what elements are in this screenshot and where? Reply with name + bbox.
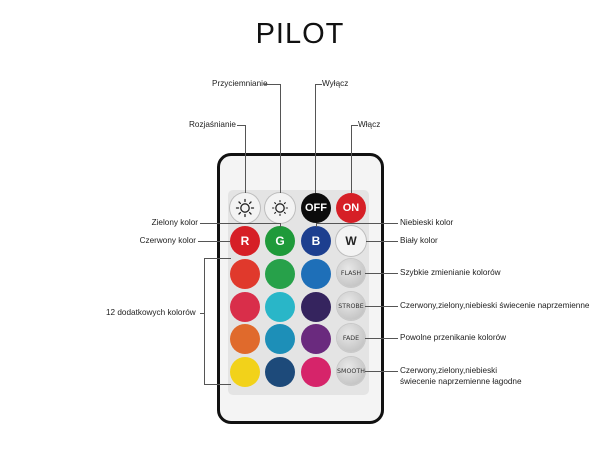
leader-line: [264, 84, 280, 85]
strobe-button[interactable]: STROBE: [337, 292, 365, 320]
label-bialy: Biały kolor: [400, 236, 438, 245]
flash-button-label: FLASH: [340, 269, 362, 277]
color-button-6[interactable]: [301, 292, 331, 322]
page-title: PILOT: [255, 18, 345, 50]
color-grid-bracket: [204, 258, 231, 385]
label-rozjasnianie: Rozjaśnianie: [189, 120, 236, 129]
leader-line: [365, 338, 398, 339]
leader-line: [366, 241, 398, 242]
label-fade: Powolne przenikanie kolorów: [400, 333, 507, 342]
label-smooth-line2: świecenie naprzemienne łagodne: [400, 377, 522, 386]
leader-line: [316, 223, 317, 227]
label-flash: Szybkie zmienianie kolorów: [400, 268, 501, 277]
color-button-8[interactable]: [265, 324, 295, 354]
on-button-label: ON: [342, 202, 360, 214]
on-button[interactable]: ON: [336, 193, 366, 223]
leader-line: [316, 223, 398, 224]
green-button[interactable]: G: [265, 226, 295, 256]
label-zielony: Zielony kolor: [151, 218, 198, 227]
smooth-button-label: SMOOTH: [337, 367, 365, 375]
off-button-label: OFF: [305, 202, 327, 214]
leader-line: [365, 306, 398, 307]
leader-line: [315, 84, 316, 193]
color-button-11[interactable]: [265, 357, 295, 387]
color-button-7[interactable]: [230, 324, 260, 354]
label-niebieski: Niebieski kolor: [400, 218, 454, 227]
leader-line: [237, 125, 245, 126]
red-button[interactable]: R: [230, 226, 260, 256]
white-button[interactable]: W: [336, 226, 366, 256]
label-smooth-line1: Czerwony,zielony,niebieski: [400, 366, 498, 375]
color-button-2[interactable]: [265, 259, 295, 289]
brightness-down-button[interactable]: [265, 193, 295, 223]
leader-line: [365, 273, 398, 274]
fade-button[interactable]: FADE: [337, 324, 365, 352]
label-przyciemnianie: Przyciemnianie: [212, 79, 268, 88]
flash-button[interactable]: FLASH: [337, 259, 365, 287]
brightness-up-button[interactable]: [230, 193, 260, 223]
leader-line: [280, 223, 281, 227]
leader-line: [245, 125, 246, 193]
color-button-10[interactable]: [230, 357, 260, 387]
color-button-5[interactable]: [265, 292, 295, 322]
off-button[interactable]: OFF: [301, 193, 331, 223]
leader-line: [365, 371, 398, 372]
green-button-label: G: [275, 234, 285, 248]
color-button-1[interactable]: [230, 259, 260, 289]
fade-button-label: FADE: [342, 334, 360, 342]
leader-line: [200, 223, 280, 224]
label-strobe: Czerwony,zielony,niebieski świecenie nap…: [400, 301, 590, 310]
leader-line: [315, 84, 322, 85]
sun-bright-icon: [235, 198, 255, 218]
blue-button[interactable]: B: [301, 226, 331, 256]
label-wlacz: Włącz: [358, 120, 381, 129]
color-button-4[interactable]: [230, 292, 260, 322]
leader-line: [200, 313, 204, 314]
sun-dim-icon: [271, 199, 289, 217]
leader-line: [198, 241, 230, 242]
white-button-label: W: [345, 234, 357, 248]
color-button-9[interactable]: [301, 324, 331, 354]
leader-line: [351, 125, 352, 193]
label-czerwony: Czerwony kolor: [139, 236, 196, 245]
label-wylacz: Wyłącz: [322, 79, 349, 88]
color-button-12[interactable]: [301, 357, 331, 387]
blue-button-label: B: [311, 234, 321, 248]
leader-line: [280, 84, 281, 193]
strobe-button-label: STROBE: [338, 302, 364, 310]
leader-line: [351, 125, 358, 126]
smooth-button[interactable]: SMOOTH: [337, 357, 365, 385]
label-dodatkowe: 12 dodatkowych kolorów: [106, 308, 196, 317]
color-button-3[interactable]: [301, 259, 331, 289]
red-button-label: R: [240, 234, 250, 248]
